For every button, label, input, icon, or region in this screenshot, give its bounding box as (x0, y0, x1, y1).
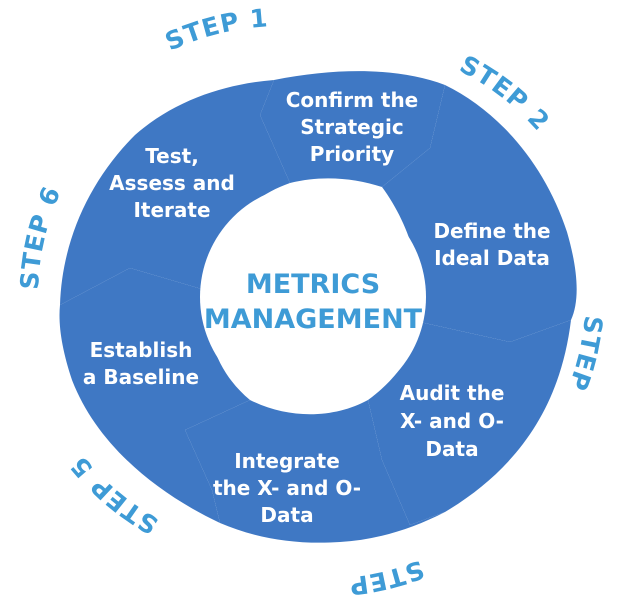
center-title-line-1: METRICS (246, 269, 380, 300)
step-6-text-line-3: Iterate (133, 198, 210, 222)
segment-step-4 (185, 400, 445, 543)
segment-step-1 (260, 71, 445, 187)
step-4-text-line-1: Integrate (234, 449, 340, 473)
segment-texts: Confirm the Strategic Priority Define th… (83, 88, 551, 527)
step-1-text-line-3: Priority (310, 142, 394, 166)
step-1-label: STEP 1 (161, 3, 270, 56)
step-5-text-line-1: Establish (90, 338, 193, 362)
segment-step-2 (382, 85, 577, 342)
step-6-label: STEP 6 (15, 182, 67, 291)
step-2-text-line-1: Define the (433, 219, 550, 243)
step-4-text-line-2: the X- and O- (213, 476, 361, 500)
step-3-text-line-2: X- and O- (400, 409, 504, 433)
cycle-segments (59, 71, 577, 543)
step-1-text-line-1: Confirm the (286, 88, 419, 112)
center-circle (200, 184, 426, 410)
step-5-text-line-2: a Baseline (83, 365, 199, 389)
segment-step-3 (368, 320, 571, 525)
step-6-text-line-1: Test, (145, 144, 199, 168)
center-title-line-2: MANAGEMENT (204, 304, 423, 335)
step-4-text-line-3: Data (260, 503, 313, 527)
segment-step-6 (60, 80, 290, 305)
step-3-text-line-3: Data (425, 437, 478, 461)
step-1-text-line-2: Strategic (300, 115, 403, 139)
step-6-text-line-2: Assess and (109, 171, 235, 195)
segment-step-5 (59, 268, 250, 523)
step-3-text-line-1: Audit the (400, 381, 505, 405)
step-2-text-line-2: Ideal Data (434, 246, 550, 270)
